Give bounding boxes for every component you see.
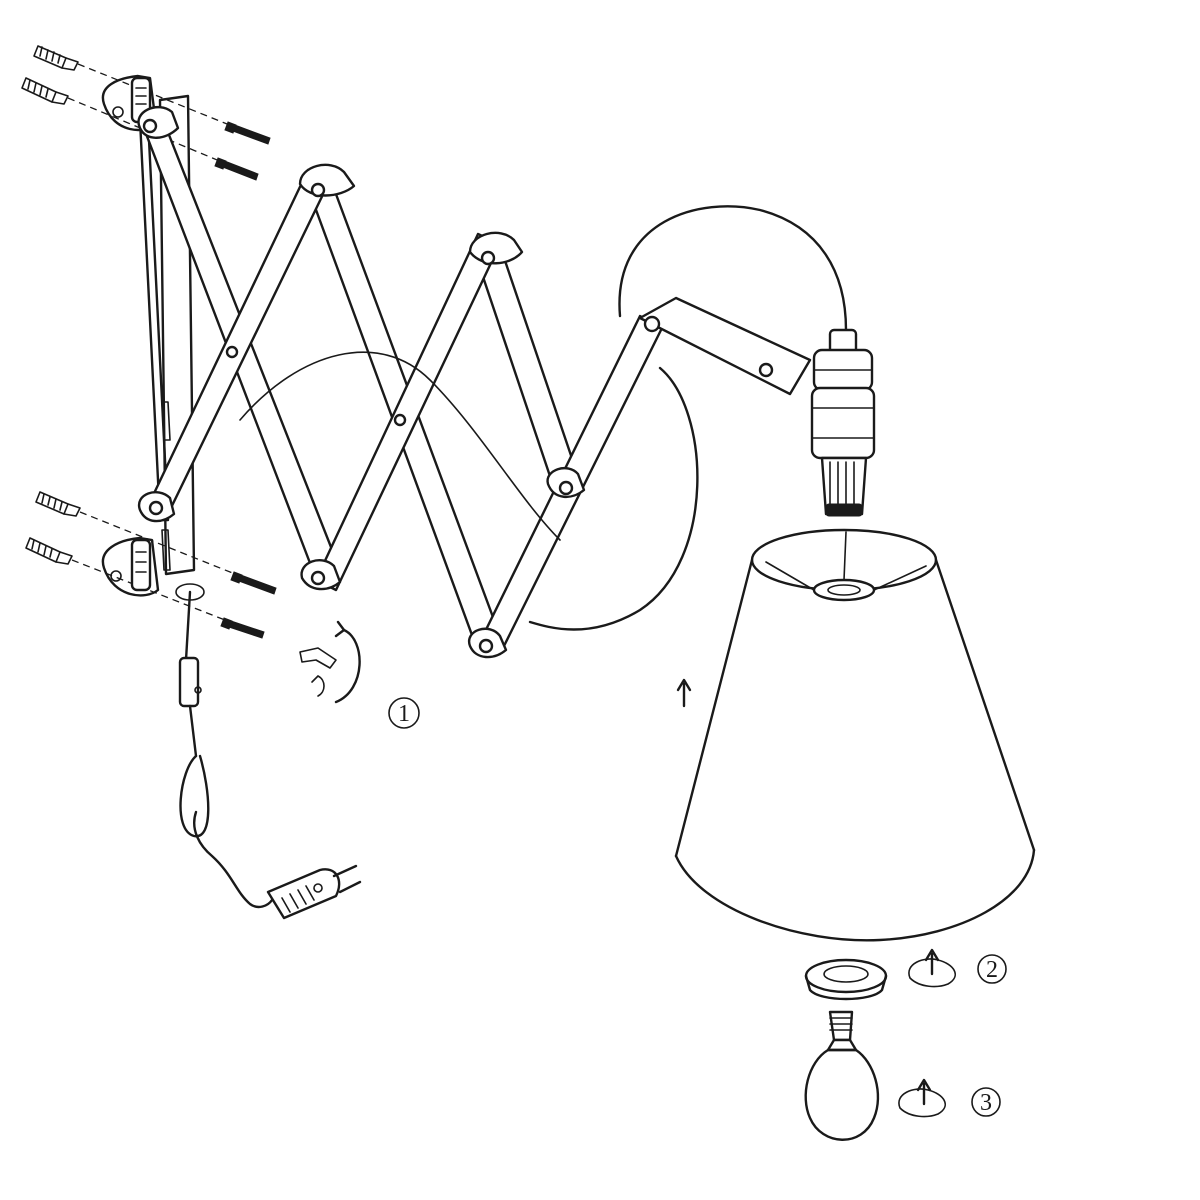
screw-top-2: [214, 157, 259, 181]
power-cable-arm: [528, 366, 699, 631]
lamp-head-arm: [638, 296, 812, 396]
power-plug: [266, 864, 362, 920]
wall-anchor-top-1: [33, 45, 79, 71]
power-cord: [175, 583, 274, 909]
guide-line-bottom-1: [79, 511, 241, 577]
power-cable-loop: [618, 205, 848, 332]
step-3-label: 3: [971, 1087, 1001, 1117]
rotate-up-icon-step-3: [898, 1078, 946, 1118]
shade-ring: [804, 958, 888, 1001]
guide-line-top-2: [67, 97, 223, 163]
step-3-number: 3: [980, 1090, 992, 1116]
step-2-number: 2: [986, 957, 998, 983]
screw-bottom-2: [220, 617, 265, 639]
inner-cable: [239, 351, 561, 541]
guide-line-bottom-2: [71, 559, 231, 623]
wall-anchor-top-2: [21, 77, 69, 105]
lamp-shade: [674, 528, 1036, 942]
lamp-socket: [810, 328, 876, 517]
wall-plate-bottom: [101, 536, 160, 597]
step-2-label: 2: [977, 954, 1007, 984]
wall-anchor-bottom-2: [25, 537, 73, 565]
step-1-number: 1: [398, 701, 410, 727]
screw-top-1: [224, 121, 271, 145]
step-1-label: 1: [388, 697, 420, 729]
screw-bottom-1: [230, 571, 277, 595]
scissor-arm: [137, 106, 664, 659]
guide-line-top-1: [77, 63, 233, 127]
rotate-icon-step-1: [299, 620, 361, 704]
wall-anchor-bottom-1: [35, 491, 81, 517]
rotate-up-icon-step-2: [908, 948, 956, 988]
arrow-up-icon-shade: [676, 678, 692, 708]
light-bulb: [804, 1010, 880, 1141]
